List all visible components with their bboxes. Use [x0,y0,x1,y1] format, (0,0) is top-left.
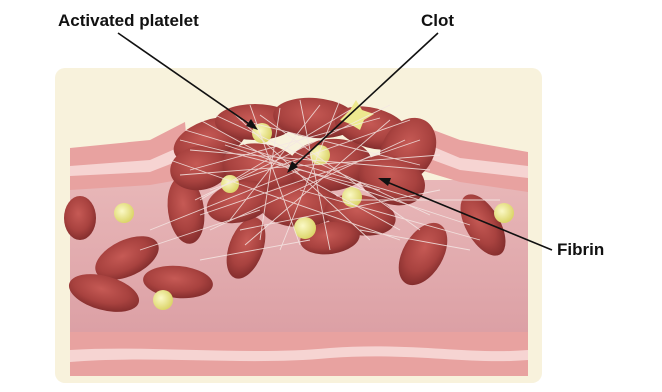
platelet [494,203,514,223]
red-blood-cell [64,196,96,240]
platelet [114,203,134,223]
platelet [153,290,173,310]
label-activated-platelet: Activated platelet [58,11,199,31]
label-clot: Clot [421,11,454,31]
label-fibrin: Fibrin [557,240,604,260]
platelet [294,217,316,239]
